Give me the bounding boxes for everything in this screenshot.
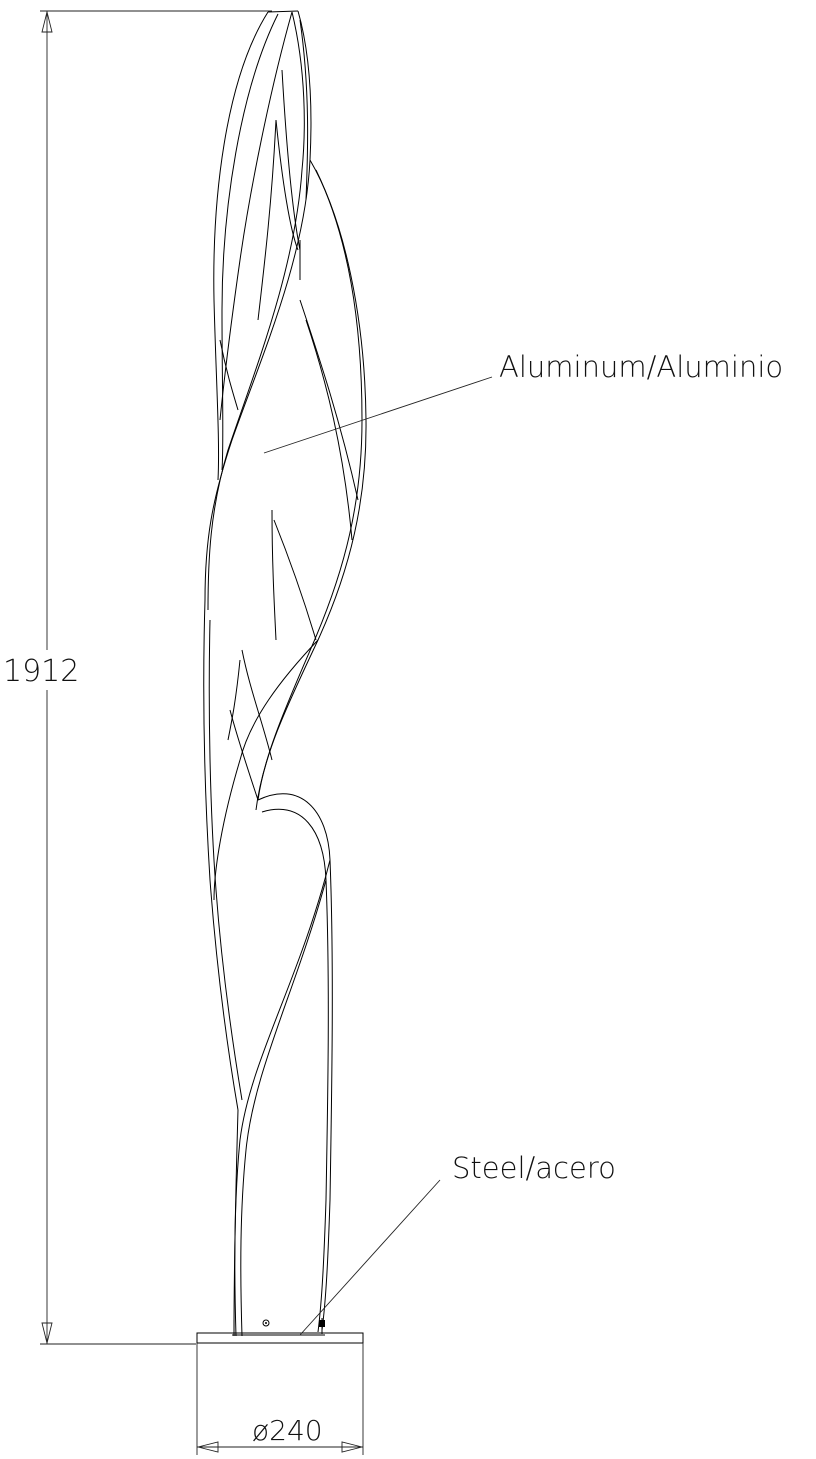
- lattice-upper-5: [299, 299, 359, 501]
- lattice-upper-2: [281, 69, 301, 251]
- aluminum-ribbons: [203, 10, 367, 1337]
- diameter-dimension: ø240: [196, 1343, 364, 1455]
- lattice-upper-6: [305, 319, 353, 541]
- lattice-upper-3: [275, 119, 299, 251]
- lattice-mid-2: [271, 509, 277, 641]
- callout-aluminum: Aluminum/Aluminio: [263, 350, 783, 454]
- lattice-mid-4: [227, 659, 241, 741]
- ribbon-d-edge-2: [208, 619, 243, 1101]
- base-screw-center: [265, 1322, 267, 1324]
- lattice-upper-4: [219, 339, 239, 411]
- height-label: 1912: [3, 654, 79, 689]
- ribbon-a-edge-1: [213, 11, 269, 481]
- callout-steel: Steel/acero: [299, 1151, 616, 1336]
- ribbon-a-edge-3: [219, 11, 293, 421]
- callout-aluminum-label: Aluminum/Aluminio: [499, 350, 783, 384]
- base-screw-left: [262, 1319, 270, 1327]
- diameter-label: ø240: [252, 1414, 323, 1447]
- ribbon-e-edge-1: [257, 793, 333, 1331]
- ribbon-top-cap: [267, 10, 299, 13]
- ribbon-c-edge-1: [257, 159, 367, 801]
- callout-steel-leader: [299, 1179, 441, 1336]
- height-arrow-bottom: [41, 1322, 53, 1344]
- ribbon-f-edge-2: [240, 879, 327, 1337]
- height-arrow-top: [41, 11, 53, 33]
- height-dimension: 1912: [3, 10, 272, 1345]
- diameter-arrow-left: [197, 1441, 219, 1453]
- ribbon-c-edge-2: [255, 169, 363, 811]
- ribbon-b-edge-2: [207, 11, 305, 611]
- ribbon-d-edge-1: [203, 599, 239, 1111]
- ribbon-f-edge-1: [234, 859, 331, 1337]
- ribbon-d-edge-3: [213, 639, 319, 901]
- callout-aluminum-leader: [263, 376, 493, 454]
- diameter-arrow-right: [341, 1441, 363, 1453]
- steel-base: [196, 1318, 364, 1344]
- ribbon-f-edge-3: [233, 1109, 239, 1337]
- base-plate: [196, 1332, 364, 1344]
- callout-steel-label: Steel/acero: [452, 1151, 616, 1185]
- ribbon-a-edge-2: [221, 13, 279, 471]
- lattice-mid-1: [273, 519, 317, 641]
- lattice-upper-1: [257, 119, 277, 321]
- ribbon-b-edge-3: [299, 19, 309, 201]
- lattice-mid-5: [229, 709, 259, 801]
- ribbon-e-edge-2: [261, 808, 329, 1333]
- ribbon-b-edge-1: [204, 10, 312, 601]
- lattice-mid-3: [241, 649, 273, 761]
